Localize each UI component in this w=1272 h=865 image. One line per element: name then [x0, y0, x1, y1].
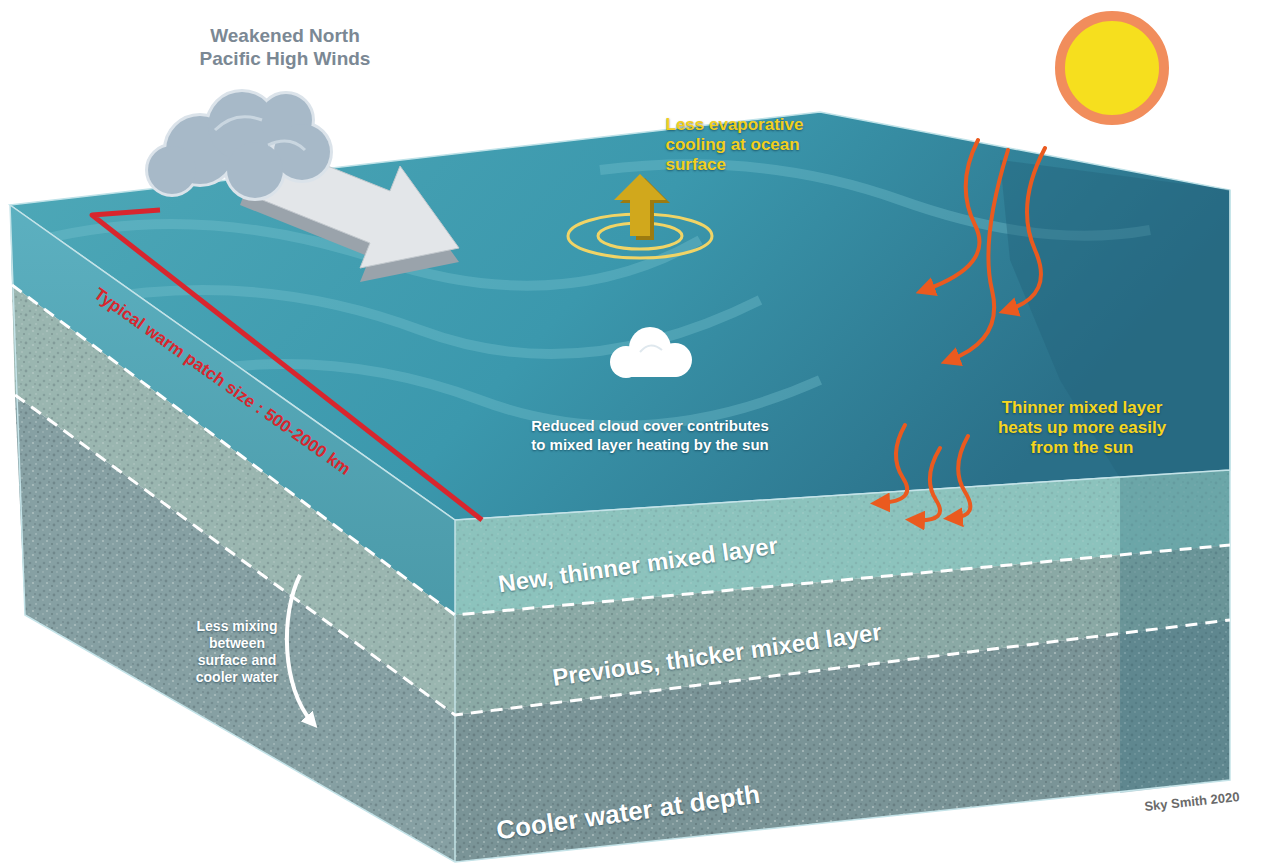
layer-label: Previous, thicker mixed layer [551, 618, 884, 692]
patch-size-label: Typical warm patch size : 500-2000 km [90, 284, 354, 479]
gravel-texture [455, 620, 1230, 862]
previous-layer-boundary [15, 395, 1230, 715]
wind-label: Weakened North Pacific High Winds [180, 24, 390, 70]
wind-cloud [148, 92, 330, 198]
layer-label: Cooler water at depth [494, 779, 761, 846]
mixing-arrow [287, 575, 312, 722]
cloud-note: Reduced cloud cover contributes to mixed… [530, 416, 770, 454]
cooler-water-front [455, 620, 1230, 862]
cloud-icon [610, 327, 692, 378]
deep-water-left [15, 395, 455, 862]
block-edges [10, 190, 1230, 862]
evaporation-note: Less evaporative cooling at ocean surfac… [666, 115, 851, 175]
layer-label: New, thinner mixed layer [496, 532, 779, 599]
new-layer-boundary [12, 285, 1230, 615]
mixing-note: Less mixing between surface and cooler w… [187, 618, 287, 686]
credit: Sky Smith 2020 [1144, 789, 1241, 815]
gravel-texture [15, 395, 455, 862]
heating-note: Thinner mixed layer heats up more easily… [985, 398, 1180, 458]
sunlight-rays [880, 140, 1045, 520]
evaporation-arrow [614, 174, 666, 236]
sun [1060, 16, 1164, 120]
cloud-shade [640, 345, 662, 352]
